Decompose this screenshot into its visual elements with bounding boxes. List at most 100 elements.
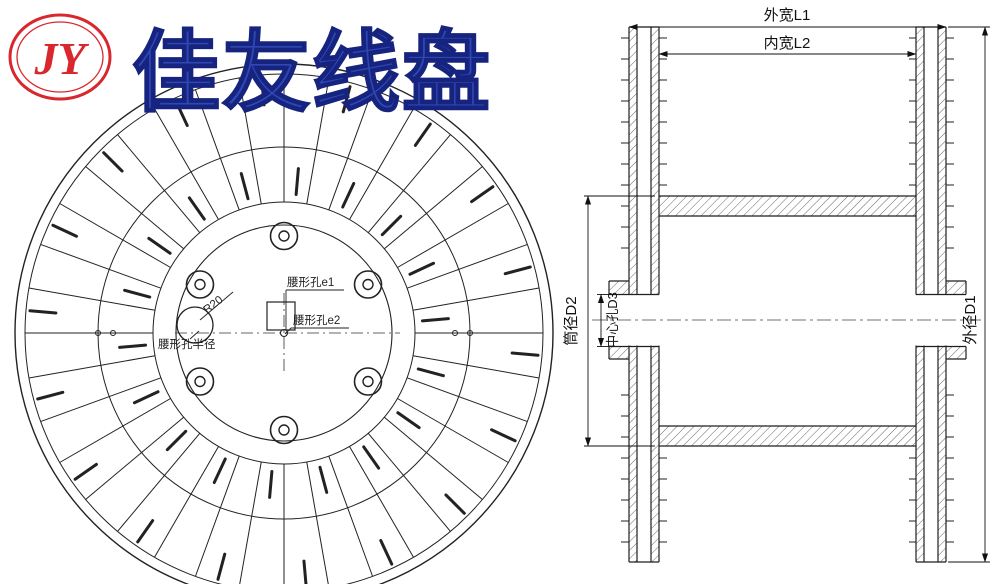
spoke-line xyxy=(154,108,219,220)
slot-mark xyxy=(28,309,58,315)
logo-oval-inner xyxy=(16,21,104,93)
bolt-hole-inner xyxy=(278,230,290,242)
slot-mark xyxy=(362,445,381,470)
label-slot-hole-radius: 腰形孔半径 xyxy=(158,337,216,351)
bolt-hole-outer xyxy=(269,415,299,445)
spoke-line xyxy=(349,446,414,558)
spoke-line xyxy=(194,455,240,577)
slot-mark xyxy=(136,519,155,544)
bolt-hole-outer xyxy=(353,270,383,299)
slot-mark xyxy=(420,317,450,323)
dimension-lines xyxy=(584,23,990,563)
slot-mark xyxy=(318,465,329,494)
slot-mark xyxy=(239,172,250,201)
bolt-hole-inner xyxy=(362,278,374,291)
front-view: 腰形孔e1 腰形孔e2 R20 腰形孔半径 xyxy=(14,63,554,584)
spoke-line xyxy=(397,203,509,268)
slot-mark xyxy=(212,457,227,485)
bolt-hole-inner xyxy=(362,375,374,388)
slot-mark xyxy=(408,261,436,276)
slot-mark xyxy=(510,351,540,357)
slot-mark xyxy=(302,559,308,584)
spoke-line xyxy=(59,398,171,463)
slot-hole-r20 xyxy=(176,306,214,344)
spoke-line xyxy=(328,455,374,577)
label-slot-hole-e1: 腰形孔e1 xyxy=(287,276,334,289)
right-hub xyxy=(916,280,967,360)
slot-mark xyxy=(503,265,532,276)
slot-mark xyxy=(51,223,78,238)
slot-mark xyxy=(268,469,274,499)
slot-mark xyxy=(416,367,445,378)
spoke-line xyxy=(154,446,219,558)
spoke-line xyxy=(406,243,528,289)
label-inner-width-L2: 内宽L2 xyxy=(764,35,811,52)
bolt-hole-inner xyxy=(278,424,290,436)
center-mark xyxy=(279,328,289,338)
barrel xyxy=(659,195,916,447)
annotation-e2: 腰形孔e2 xyxy=(284,314,349,335)
bolt-hole-inner xyxy=(194,278,206,291)
slot-mark xyxy=(187,196,206,221)
spoke-line xyxy=(328,89,374,211)
spoke-line xyxy=(367,433,451,532)
spoke-line xyxy=(117,134,201,233)
spoke-line xyxy=(238,77,262,205)
spoke-line xyxy=(412,287,540,311)
label-outer-diameter-D1: 外径D1 xyxy=(962,295,979,344)
logo-oval-outer xyxy=(8,13,112,101)
spoke-line xyxy=(40,243,162,289)
slot-mark xyxy=(102,151,124,173)
brand-text: 佳友线盘 xyxy=(132,23,492,122)
spoke-line xyxy=(384,166,483,250)
spoke-line xyxy=(85,166,184,250)
spoke-line xyxy=(406,377,528,423)
spoke-line xyxy=(412,355,540,379)
slot-mark xyxy=(216,552,227,581)
annotation-slot-radius: 腰形孔半径 xyxy=(158,330,216,351)
slot-mark xyxy=(444,493,466,515)
spoke-line xyxy=(117,433,201,532)
spoke-line xyxy=(384,416,483,500)
bolt-hole-inner xyxy=(194,375,206,388)
label-center-hole-D3: 中心孔D3 xyxy=(605,292,620,348)
slot-mark xyxy=(413,122,432,147)
spoke-line xyxy=(239,461,262,584)
slot-mark xyxy=(490,428,517,443)
slot-mark xyxy=(260,77,266,107)
slot-mark xyxy=(132,390,160,405)
label-outer-width-L1: 外宽L1 xyxy=(764,7,811,24)
slot-mark xyxy=(36,390,65,401)
slot-mark xyxy=(118,343,148,349)
spoke-line xyxy=(194,89,240,211)
flange-circle xyxy=(14,63,554,584)
slot-mark xyxy=(341,181,356,209)
flange-spokes xyxy=(25,74,543,584)
left-hub xyxy=(608,280,659,360)
section-view: 外宽L1 内宽L2 筒径D2 中心孔D3 外径D1 xyxy=(563,7,990,563)
spoke-line xyxy=(28,287,156,311)
label-slot-hole-e2: 腰形孔e2 xyxy=(293,314,340,327)
slot-mark xyxy=(396,411,421,430)
center-keyway xyxy=(266,301,296,331)
slot-mark xyxy=(341,85,352,114)
slot-mark xyxy=(123,288,152,299)
spoke-line xyxy=(40,377,162,423)
spoke-line xyxy=(85,416,184,500)
bolt-hole-outer xyxy=(185,270,215,299)
bolt-hole-outer xyxy=(353,367,383,396)
spoke-line xyxy=(306,461,329,584)
bolt-hole-outer xyxy=(185,367,215,396)
slot-mark xyxy=(380,214,403,237)
spoke-line xyxy=(306,77,330,205)
slot-mark xyxy=(379,539,394,566)
slot-mark xyxy=(165,429,188,452)
logo: JY 佳友线盘 xyxy=(8,13,492,123)
spoke-line xyxy=(397,398,509,463)
flange-hatch xyxy=(629,27,946,562)
slot-mark xyxy=(294,167,300,197)
spoke-line xyxy=(349,108,414,220)
label-barrel-diameter-D2: 筒径D2 xyxy=(563,296,580,345)
